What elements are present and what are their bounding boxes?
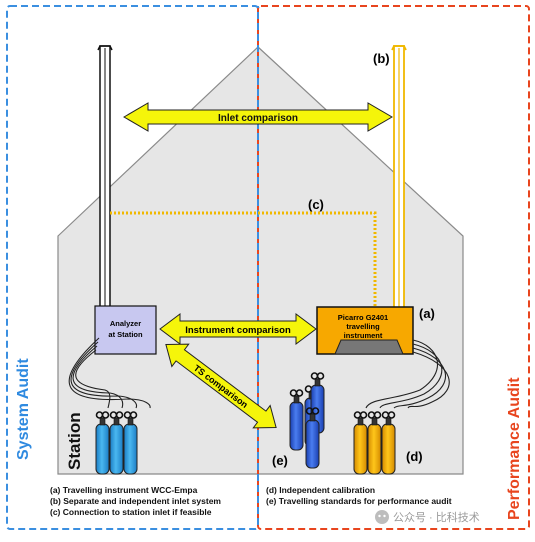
picarro-label-1: Picarro G2401	[338, 313, 388, 322]
wechat-icon	[375, 510, 389, 524]
gas-cylinder	[381, 411, 396, 475]
inlet-comparison-label: Inlet comparison	[218, 113, 298, 124]
legend-right: (d) Independent calibration (e) Travelli…	[266, 485, 452, 506]
performance-audit-title: Performance Audit	[506, 377, 523, 520]
legend-left: (a) Travelling instrument WCC-Empa (b) S…	[50, 485, 221, 517]
instrument-comparison-label: Instrument comparison	[185, 325, 291, 336]
legend-left-item: (c) Connection to station inlet if feasi…	[50, 507, 212, 517]
analyzer-label-2: at Station	[108, 330, 143, 339]
travelling-inlet	[391, 45, 407, 309]
gas-cylinder	[305, 407, 320, 469]
gas-cylinder	[95, 411, 110, 475]
analyzer-label-1: Analyzer	[110, 319, 141, 328]
gas-cylinder	[289, 389, 304, 451]
calibration-cylinders	[353, 411, 396, 475]
gas-cylinder	[367, 411, 382, 475]
marker-e: (e)	[272, 453, 288, 468]
picarro-label-3: instrument	[344, 331, 383, 340]
marker-d: (d)	[406, 449, 423, 464]
station-cylinders	[95, 411, 138, 475]
inlet-comparison-arrow	[123, 102, 393, 132]
watermark: 公众号 · 比科技术	[375, 510, 480, 524]
picarro-instrument: Picarro G2401 travelling instrument	[316, 306, 414, 355]
gas-cylinder	[109, 411, 124, 475]
system-audit-title: System Audit	[15, 358, 32, 460]
marker-c: (c)	[308, 197, 324, 212]
station-label: Station	[65, 412, 84, 470]
legend-left-item: (a) Travelling instrument WCC-Empa	[50, 485, 198, 495]
station-inlet-connection	[110, 211, 377, 308]
gas-cylinder	[353, 411, 368, 475]
analyzer-box: Analyzer at Station	[94, 305, 157, 355]
analyzer-tubes	[68, 337, 151, 409]
marker-a: (a)	[419, 306, 435, 321]
picarro-label-2: travelling	[346, 322, 380, 331]
legend-right-item: (e) Travelling standards for performance…	[266, 496, 452, 506]
instrument-comparison-arrow	[159, 313, 317, 345]
performance-audit-panel	[257, 5, 530, 530]
station-house	[57, 46, 464, 475]
gas-cylinder	[123, 411, 138, 475]
picarro-tubes	[365, 339, 450, 409]
station-inlet	[97, 45, 113, 309]
legend-right-item: (d) Independent calibration	[266, 485, 375, 495]
marker-b: (b)	[373, 51, 390, 66]
travelling-standard-cylinders	[289, 372, 325, 469]
watermark-text: 公众号 · 比科技术	[393, 510, 480, 524]
legend-left-item: (b) Separate and independent inlet syste…	[50, 496, 221, 506]
